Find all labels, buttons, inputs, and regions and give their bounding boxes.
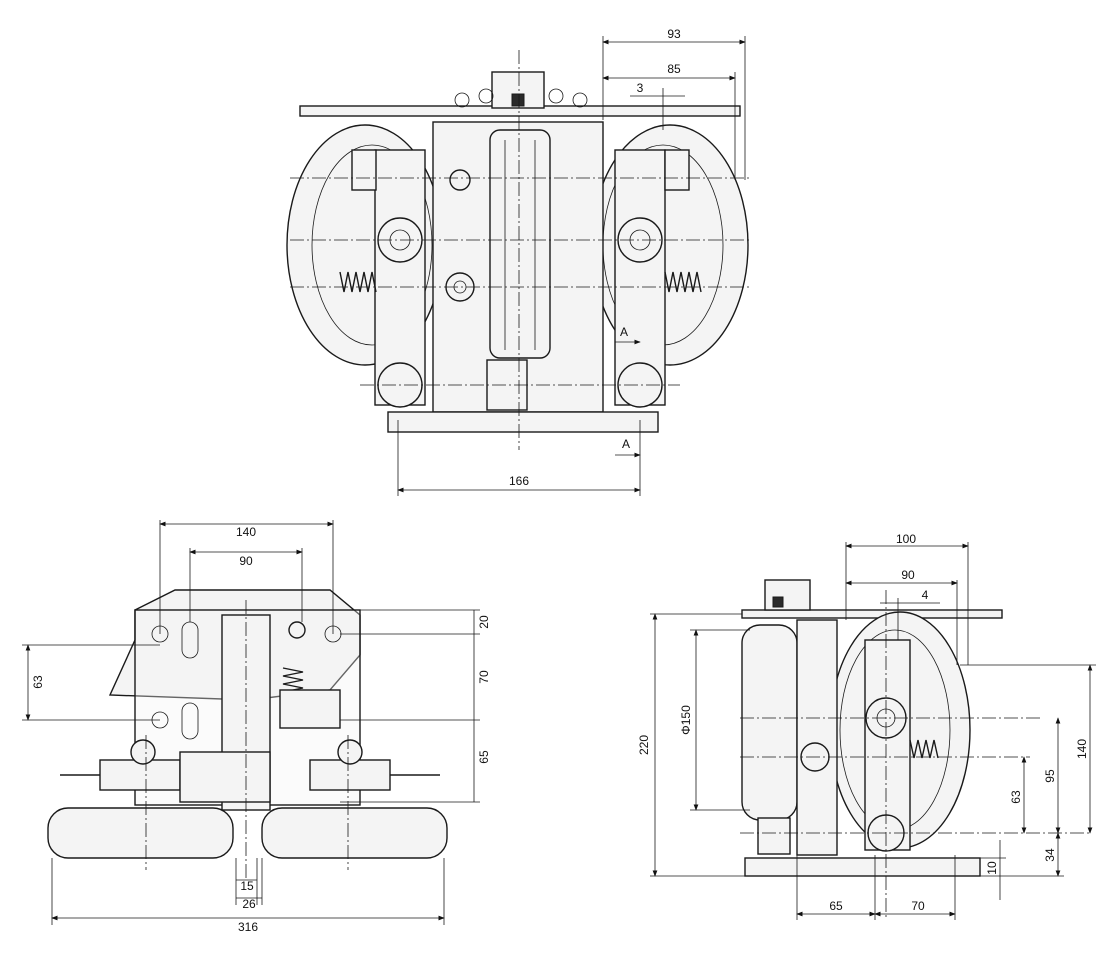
dim-4: 4 <box>922 588 929 602</box>
dim-65-front: 65 <box>477 750 491 764</box>
dim-140: 140 <box>236 525 256 539</box>
side-foot-bolt <box>757 817 791 855</box>
dim-15: 15 <box>240 879 254 893</box>
dim-diameter: Φ150 <box>679 705 693 735</box>
section-a-upper: A <box>620 325 628 339</box>
top-bolt <box>511 93 525 107</box>
dim-100: 100 <box>896 532 916 546</box>
dim-70-side: 70 <box>911 899 925 913</box>
dim-63-front: 63 <box>31 675 45 689</box>
center-bolt-upper <box>449 169 471 191</box>
center-yoke <box>179 751 271 803</box>
left-roller <box>47 807 234 859</box>
spring-cap <box>288 621 306 639</box>
dim-316: 316 <box>238 920 258 934</box>
dim-220: 220 <box>637 735 651 755</box>
dim-34: 34 <box>1043 848 1057 862</box>
right-clip <box>664 149 690 191</box>
dim-90-side: 90 <box>901 568 915 582</box>
left-disc-inner <box>311 144 433 346</box>
side-mount-block <box>764 579 811 611</box>
dim-20: 20 <box>477 615 491 629</box>
base-plate <box>387 411 659 433</box>
top-nut-1 <box>454 92 470 108</box>
dim-95: 95 <box>1043 769 1057 783</box>
dim-63-side: 63 <box>1009 790 1023 804</box>
side-housing <box>796 619 838 856</box>
dim-70: 70 <box>477 670 491 684</box>
right-lower-nut <box>617 362 663 408</box>
left-spring <box>339 271 377 293</box>
side-bolt <box>772 596 784 608</box>
right-roller <box>261 807 448 859</box>
right-axle-nut <box>337 739 363 765</box>
right-spring <box>664 271 702 293</box>
dim-26: 26 <box>242 897 256 911</box>
left-axle-block <box>99 759 181 791</box>
dim-140-side: 140 <box>1075 739 1089 759</box>
dim-65-side: 65 <box>829 899 843 913</box>
slot-2 <box>181 702 199 740</box>
side-roller <box>741 624 798 821</box>
spring-block <box>279 689 341 729</box>
top-nut-4 <box>572 92 588 108</box>
section-a-lower: A <box>622 437 630 451</box>
top-nut-3 <box>548 88 564 104</box>
side-spring <box>909 739 939 759</box>
right-pivot <box>617 217 663 263</box>
left-axle-nut <box>130 739 156 765</box>
side-base-plate <box>744 857 981 877</box>
dim-90: 90 <box>239 554 253 568</box>
dim-166: 166 <box>509 474 529 488</box>
dim-85: 85 <box>667 62 681 76</box>
front-view: 140 90 63 20 70 65 15 26 316 <box>22 520 491 934</box>
top-mount-block <box>491 71 545 109</box>
top-nut-2 <box>478 88 494 104</box>
dim-93: 93 <box>667 27 681 41</box>
top-view: 93 85 3 166 A A <box>286 27 750 496</box>
side-top-plate <box>741 609 1003 619</box>
dim-10: 10 <box>985 861 999 875</box>
left-clip <box>351 149 377 191</box>
guide-roller <box>489 129 551 359</box>
front-spring <box>282 667 304 693</box>
dim-3: 3 <box>637 81 644 95</box>
side-view: 100 90 4 220 Φ150 140 95 63 34 10 65 70 <box>637 532 1096 920</box>
